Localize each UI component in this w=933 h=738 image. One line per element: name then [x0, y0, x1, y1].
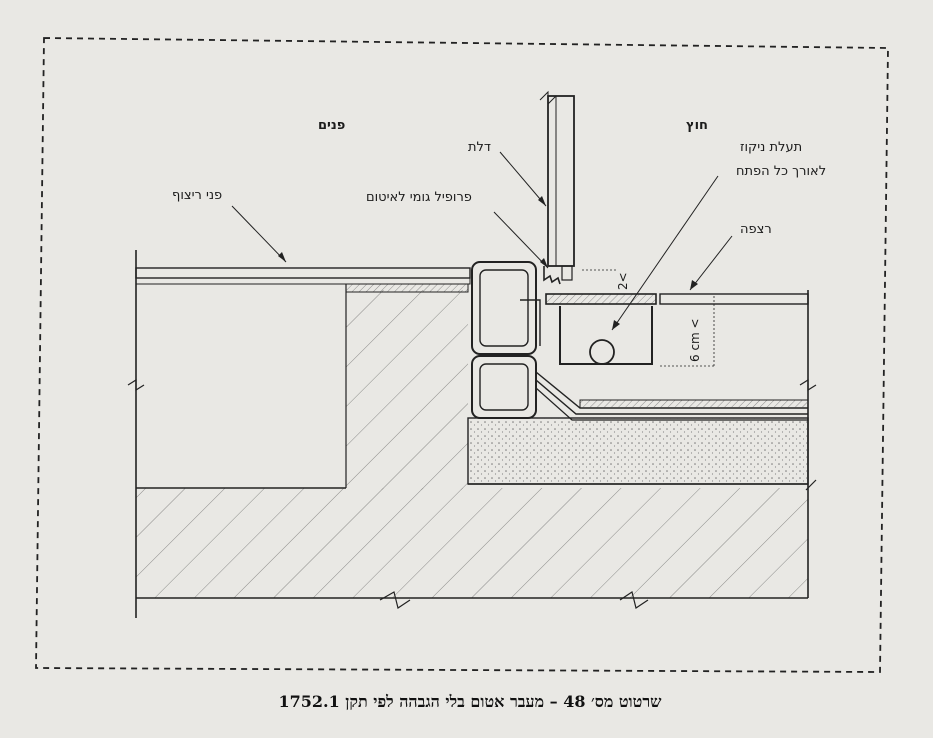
leader-tiling: [689, 235, 733, 291]
drainage-channel: [559, 306, 653, 365]
leader-floor-surface: [231, 205, 287, 263]
channel-grate: [545, 293, 657, 305]
label-cleaning-channel-2: לאורך כל הפתח: [736, 164, 827, 179]
threshold-profile-upper: [471, 261, 537, 355]
label-outside: חוץ: [686, 118, 708, 133]
label-tiling: רצפה: [740, 222, 772, 237]
outside-tiling: [659, 293, 809, 305]
door-leaf: [547, 95, 575, 267]
structural-slab: [136, 488, 808, 598]
label-inside: פנים: [318, 118, 346, 133]
dimension-depth: 6 cm <: [688, 318, 702, 362]
leader-channel: [611, 175, 719, 331]
screed-layer: [467, 417, 809, 485]
leader-rubber: [493, 211, 549, 269]
label-cleaning-channel-1: תעלת ניקוז: [740, 140, 803, 155]
dashed-frame: [35, 37, 889, 673]
label-door: דלת: [468, 140, 492, 155]
figure-caption: שרטוט מס׳ 48 – מעבר אטום בלי הגבהה לפי ת…: [278, 692, 662, 711]
rubber-seal: [543, 266, 561, 285]
threshold-profile-lower: [471, 355, 537, 419]
label-rubber-profile: פרופיל גומי לאיטום: [366, 190, 472, 205]
dimension-gap: 2<: [616, 272, 630, 290]
interior-floor-finish: [135, 267, 471, 279]
label-floor-surface: פני ריצוף: [172, 188, 223, 203]
leader-door: [499, 151, 547, 207]
drain-pipe: [589, 339, 615, 365]
